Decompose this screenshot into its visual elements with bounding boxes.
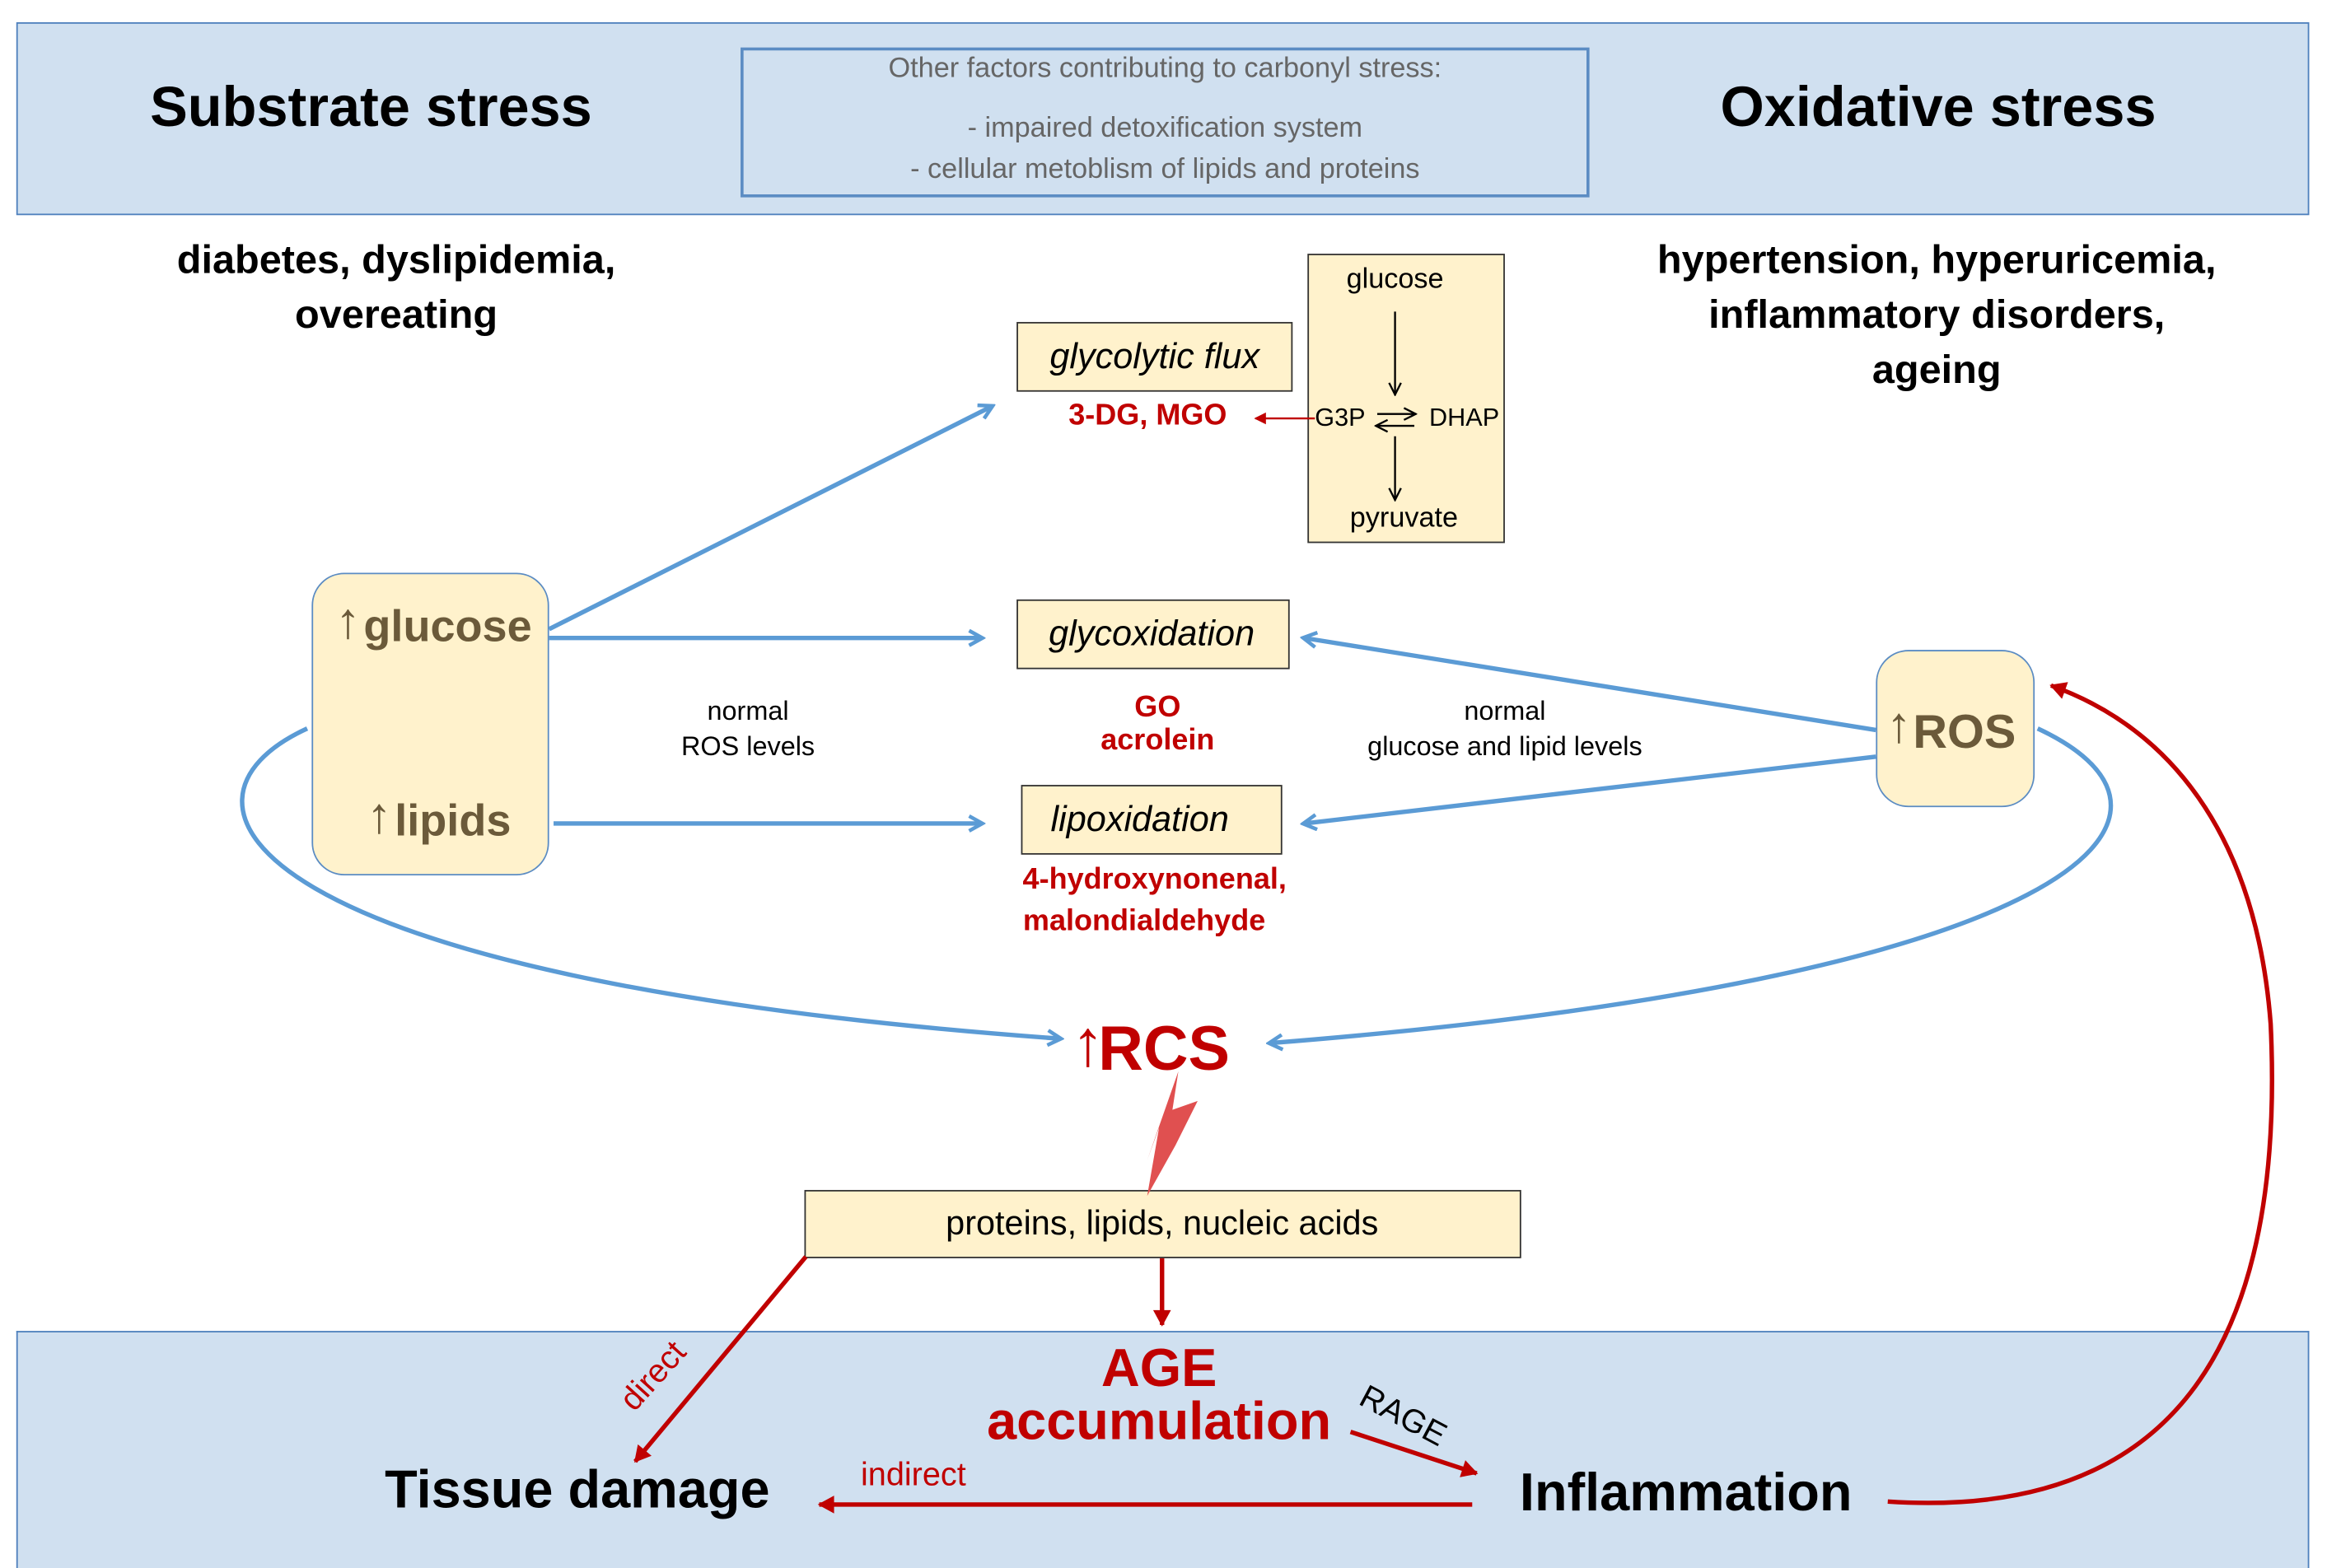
ros-up-arrow: ↑ [1885, 697, 1912, 754]
oxidative-causes-line-3: ageing [1871, 347, 2002, 392]
arrow-ros-rcs [1270, 726, 2114, 1043]
rcs-label: RCS [1098, 1013, 1231, 1084]
age-label-1: AGE [1100, 1337, 1217, 1398]
arrow-ros-lipoxidation [1305, 754, 1876, 824]
arrow-direct-tissue [633, 1255, 808, 1463]
pathway-pyruvate: pyruvate [1349, 502, 1459, 534]
substrate-causes-line-1: diabetes, dyslipidemia, [176, 237, 616, 282]
glucose-up-arrow: ↑ [335, 593, 361, 651]
glycolytic-flux-box [1016, 321, 1293, 392]
substrate-stress-heading: Substrate stress [150, 77, 592, 140]
glycoxidation-product-2: acrolein [1100, 724, 1215, 757]
indirect-label: indirect [860, 1455, 966, 1493]
glycolytic-flux-label: glycolytic flux [1049, 336, 1260, 377]
note-normal-glucose-2: glucose and lipid levels [1367, 731, 1642, 762]
glycoxidation-box [1016, 599, 1290, 670]
glycoxidation-product-1: GO [1134, 691, 1181, 725]
lipoxidation-product-2: malondialdehyde [1022, 905, 1266, 938]
oxidative-causes-line-1: hypertension, hyperuricemia, [1656, 237, 2217, 282]
age-label-2: accumulation [987, 1390, 1332, 1452]
tissue-damage-label: Tissue damage [385, 1458, 770, 1519]
pathway-glucose: glucose [1346, 264, 1444, 296]
lipoxidation-product-1: 4-hydroxynonenal, [1022, 863, 1287, 897]
glycolytic-products: 3-DG, MGO [1068, 399, 1227, 432]
arrow-inflammation-ros [1887, 682, 2274, 1505]
rcs-up-arrow: ↑ [1071, 1007, 1105, 1080]
arrow-substrate-rcs [240, 726, 1059, 1039]
top-band [16, 22, 2310, 216]
other-factors-item-2: - cellular metoblism of lipids and prote… [910, 154, 1420, 186]
arrow-glucose-glycolytic [548, 407, 992, 632]
substrate-causes-line-2: overeating [295, 292, 498, 337]
other-factors-item-1: - impaired detoxification system [967, 112, 1363, 144]
pathway-dhap: DHAP [1429, 404, 1500, 432]
oxidative-stress-heading: Oxidative stress [1720, 77, 2156, 140]
other-factors-box [741, 47, 1590, 198]
note-normal-ros-1: normal [707, 695, 789, 726]
lipoxidation-box [1021, 785, 1283, 855]
oxidative-causes-line-2: inflammatory disorders, [1708, 292, 2166, 337]
lipoxidation-label: lipoxidation [1050, 800, 1229, 840]
arrow-ros-glycoxidation [1305, 638, 1876, 733]
arrow-age-inflammation [1349, 1430, 1479, 1477]
glycolysis-pathway-box [1307, 254, 1505, 544]
inflammation-label: Inflammation [1519, 1461, 1853, 1523]
lightning-bolt-icon [1147, 1071, 1198, 1197]
note-normal-glucose-1: normal [1464, 695, 1546, 726]
lipids-label: lipids [395, 796, 512, 846]
glycoxidation-label: glycoxidation [1049, 614, 1255, 655]
ros-label: ROS [1913, 704, 2016, 758]
targets-label: proteins, lipids, nucleic acids [946, 1203, 1379, 1243]
bottom-band [16, 1331, 2310, 1568]
note-normal-ros-2: ROS levels [680, 731, 815, 762]
lipids-up-arrow: ↑ [367, 787, 392, 845]
targets-box [804, 1189, 1521, 1258]
pathway-g3p: G3P [1315, 404, 1366, 432]
glucose-label: glucose [363, 602, 532, 651]
substrate-box [311, 572, 549, 876]
ros-box [1876, 650, 2035, 808]
other-factors-title: Other factors contributing to carbonyl s… [888, 53, 1442, 85]
